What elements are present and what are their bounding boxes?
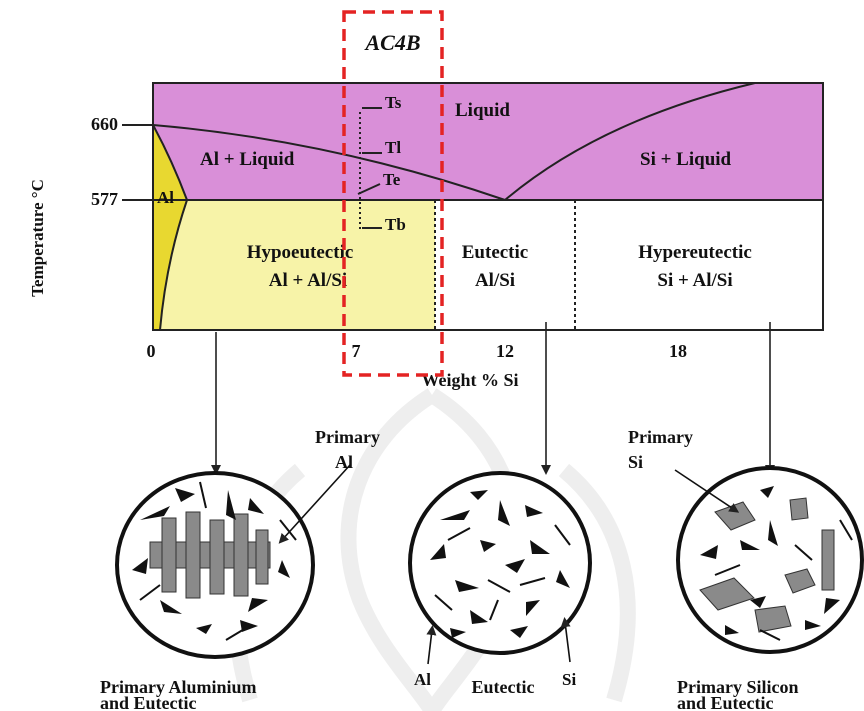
liquid-label: Liquid xyxy=(455,100,510,121)
tb-label: Tb xyxy=(385,215,406,234)
hypoeutectic-sub: Al + Al/Si xyxy=(269,270,347,291)
hypereutectic-title: Hypereutectic xyxy=(638,242,752,263)
tl-label: Tl xyxy=(385,138,401,157)
primary-si-label-2: Si xyxy=(628,452,643,472)
y-axis-label: Temperature °C xyxy=(28,179,47,297)
x-tick-18: 18 xyxy=(669,341,687,361)
si-liquid-label: Si + Liquid xyxy=(640,149,732,170)
ts-label: Ts xyxy=(385,93,402,112)
hypereutectic-sub: Si + Al/Si xyxy=(657,270,732,291)
x-axis-label: Weight % Si xyxy=(421,370,518,390)
y-tick-577: 577 xyxy=(91,189,118,209)
caption-primary-aluminium-2: and Eutectic xyxy=(100,693,197,711)
microstructure-eutectic xyxy=(410,473,590,653)
caption-eutectic: Eutectic xyxy=(472,677,535,697)
microstructure-primary-aluminium xyxy=(117,473,313,657)
eutectic-si-label: Si xyxy=(562,670,576,689)
eutectic-al-label: Al xyxy=(414,670,431,689)
caption-primary-silicon-2: and Eutectic xyxy=(677,693,774,711)
al-region-label: Al xyxy=(157,188,174,207)
x-tick-12: 12 xyxy=(496,341,514,361)
microstructure-primary-silicon xyxy=(678,468,862,652)
hypoeutectic-title: Hypoeutectic xyxy=(247,242,354,263)
primary-si-label-1: Primary xyxy=(628,427,693,447)
pointer-eut-si xyxy=(565,622,570,662)
y-tick-660: 660 xyxy=(91,114,118,134)
eutectic-sub: Al/Si xyxy=(475,270,515,291)
al-liquid-label: Al + Liquid xyxy=(200,149,295,170)
ac4b-label: AC4B xyxy=(363,30,420,55)
pointer-eut-al xyxy=(428,630,432,664)
primary-al-label-2: Al xyxy=(335,452,353,472)
primary-al-label-1: Primary xyxy=(315,427,380,447)
x-tick-7: 7 xyxy=(352,341,361,361)
eutectic-title: Eutectic xyxy=(462,242,528,263)
te-label: Te xyxy=(383,170,401,189)
x-tick-0: 0 xyxy=(147,341,156,361)
